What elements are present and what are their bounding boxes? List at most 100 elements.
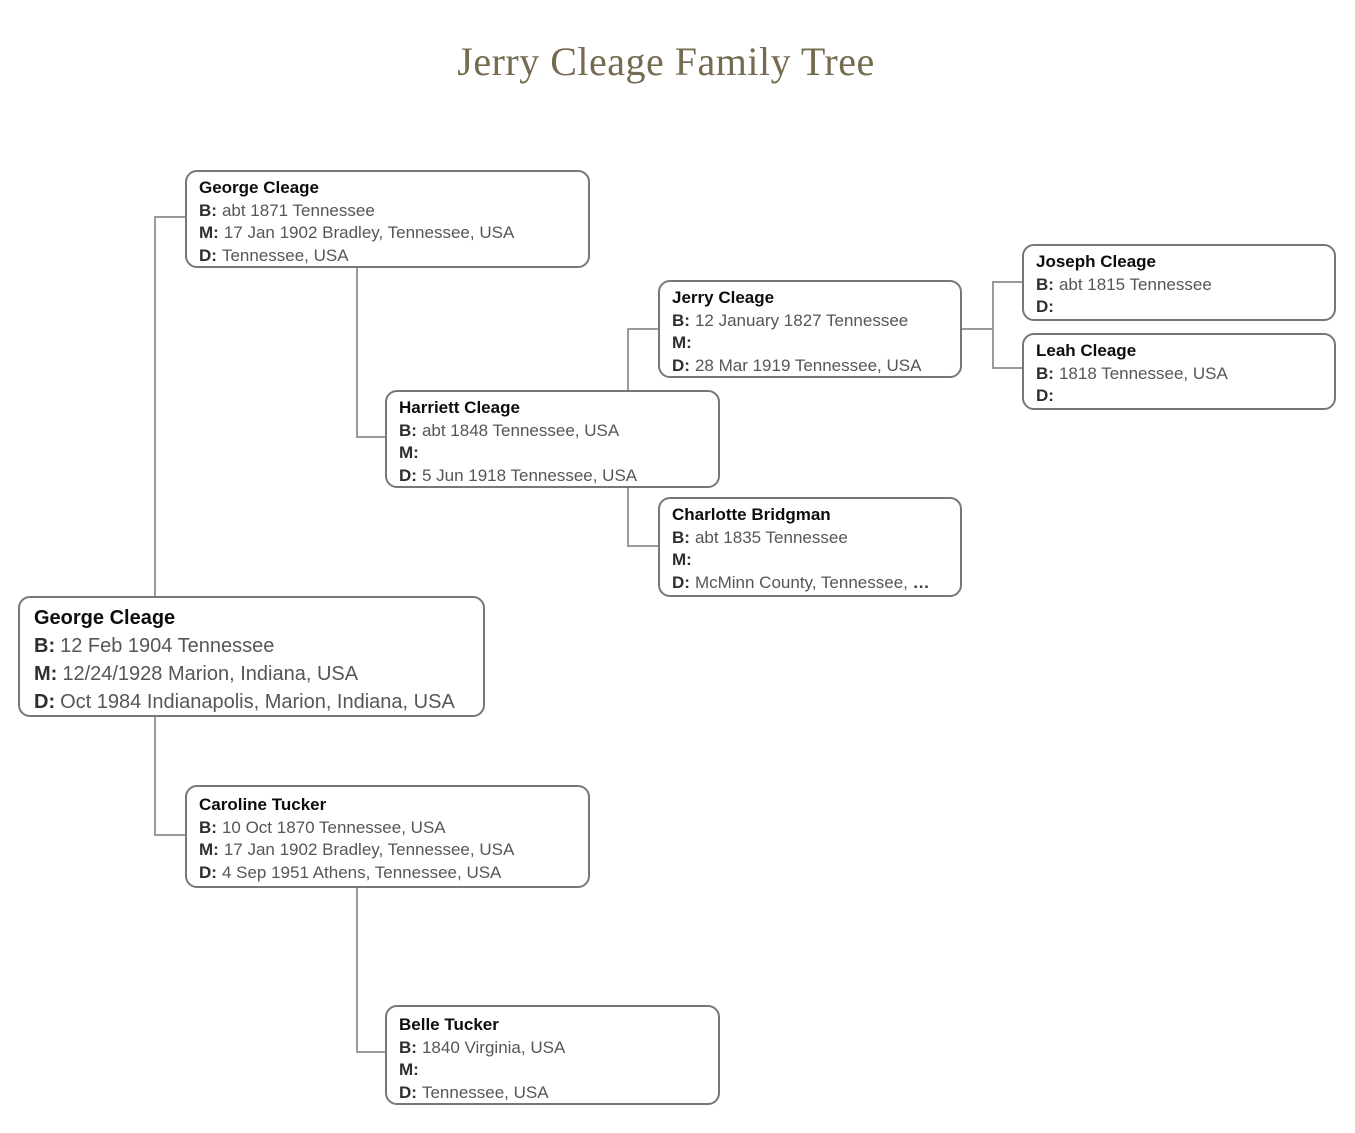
connector-line (627, 328, 629, 392)
connector-line (356, 1051, 387, 1053)
birth-row: B:abt 1835 Tennessee (672, 527, 948, 550)
birth-row: B:abt 1815 Tennessee (1036, 274, 1322, 297)
person-card-joseph-cleage[interactable]: Joseph Cleage B:abt 1815 Tennessee D: (1022, 244, 1336, 321)
marriage-value: 12/24/1928 Marion, Indiana, USA (62, 663, 359, 685)
birth-row: B:abt 1848 Tennessee, USA (399, 420, 706, 443)
marriage-row: M: (399, 442, 706, 465)
married-label: M: (672, 550, 692, 569)
marriage-row: M:12/24/1928 Marion, Indiana, USA (34, 660, 469, 688)
connector-line (627, 328, 660, 330)
marriage-row: M:17 Jan 1902 Bradley, Tennessee, USA (199, 222, 576, 245)
death-value: 28 Mar 1919 Tennessee, USA (694, 355, 922, 375)
death-row: D:Tennessee, USA (399, 1082, 706, 1105)
birth-row: B:10 Oct 1870 Tennessee, USA (199, 817, 576, 840)
birth-row: B:1818 Tennessee, USA (1036, 363, 1322, 386)
died-label: D: (672, 355, 690, 375)
birth-row: B:1840 Virginia, USA (399, 1037, 706, 1060)
marriage-row: M:17 Jan 1902 Bradley, Tennessee, USA (199, 839, 576, 862)
marriage-value: 17 Jan 1902 Bradley, Tennessee, USA (223, 223, 515, 242)
connector-line (154, 834, 187, 836)
died-label: D: (199, 862, 217, 882)
married-label: M: (199, 840, 219, 859)
person-name: Belle Tucker (399, 1015, 499, 1034)
birth-value: 1840 Virginia, USA (421, 1037, 566, 1057)
death-value-ellipsis: … (912, 572, 930, 592)
connector-line (992, 281, 1024, 283)
connector-line (154, 216, 156, 836)
married-label: M: (34, 663, 58, 685)
connector-line (961, 328, 994, 330)
born-label: B: (399, 1037, 417, 1057)
connector-line (356, 268, 358, 438)
death-row: D:28 Mar 1919 Tennessee, USA (672, 355, 948, 378)
person-card-belle-tucker[interactable]: Belle Tucker B:1840 Virginia, USA M: D:T… (385, 1005, 720, 1105)
born-label: B: (399, 420, 417, 440)
death-value: 4 Sep 1951 Athens, Tennessee, USA (221, 862, 502, 882)
death-row: D:McMinn County, Tennessee, … (672, 572, 948, 595)
person-name: George Cleage (34, 607, 176, 629)
person-name: Harriett Cleage (399, 398, 520, 417)
married-label: M: (399, 1060, 419, 1079)
died-label: D: (399, 465, 417, 485)
person-card-leah-cleage[interactable]: Leah Cleage B:1818 Tennessee, USA D: (1022, 333, 1336, 410)
born-label: B: (199, 817, 217, 837)
person-card-george-cleage-root[interactable]: George Cleage B:12 Feb 1904 Tennessee M:… (18, 596, 485, 717)
person-card-george-cleage-sr[interactable]: George Cleage B:abt 1871 Tennessee M:17 … (185, 170, 590, 268)
death-value: 5 Jun 1918 Tennessee, USA (421, 465, 638, 485)
connector-line (992, 367, 1024, 369)
death-value: Oct 1984 Indianapolis, Marion, Indiana, … (60, 691, 455, 713)
birth-value: 10 Oct 1870 Tennessee, USA (221, 817, 446, 837)
person-card-harriett-cleage[interactable]: Harriett Cleage B:abt 1848 Tennessee, US… (385, 390, 720, 488)
person-card-charlotte-bridgman[interactable]: Charlotte Bridgman B:abt 1835 Tennessee … (658, 497, 962, 597)
person-name: Leah Cleage (1036, 341, 1137, 360)
connector-line (154, 216, 187, 218)
birth-value: 1818 Tennessee, USA (1058, 363, 1228, 383)
death-value: Tennessee, USA (221, 245, 349, 265)
person-name: Caroline Tucker (199, 795, 327, 814)
connector-line (627, 487, 629, 547)
born-label: B: (672, 310, 690, 330)
died-label: D: (672, 572, 690, 592)
marriage-row: M: (672, 332, 948, 355)
person-name: George Cleage (199, 178, 319, 197)
connector-line (992, 281, 994, 369)
birth-value: 12 January 1827 Tennessee (694, 310, 909, 330)
connector-line (356, 887, 358, 1053)
death-row: D:Oct 1984 Indianapolis, Marion, Indiana… (34, 688, 469, 716)
person-card-caroline-tucker[interactable]: Caroline Tucker B:10 Oct 1870 Tennessee,… (185, 785, 590, 888)
birth-value: 12 Feb 1904 Tennessee (60, 635, 275, 657)
born-label: B: (199, 200, 217, 220)
birth-row: B:abt 1871 Tennessee (199, 200, 576, 223)
born-label: B: (34, 635, 56, 657)
death-row: D:Tennessee, USA (199, 245, 576, 268)
married-label: M: (399, 443, 419, 462)
birth-value: abt 1848 Tennessee, USA (421, 420, 620, 440)
person-name: Charlotte Bridgman (672, 505, 831, 524)
marriage-value: 17 Jan 1902 Bradley, Tennessee, USA (223, 840, 515, 859)
birth-row: B:12 Feb 1904 Tennessee (34, 632, 469, 660)
death-value: McMinn County, Tennessee, (694, 572, 913, 592)
birth-value: abt 1835 Tennessee (694, 527, 848, 547)
died-label: D: (1036, 386, 1054, 405)
birth-row: B:12 January 1827 Tennessee (672, 310, 948, 333)
person-name: Joseph Cleage (1036, 252, 1156, 271)
marriage-row: M: (399, 1059, 706, 1082)
person-name: Jerry Cleage (672, 288, 775, 307)
born-label: B: (672, 527, 690, 547)
married-label: M: (199, 223, 219, 242)
connector-line (356, 436, 387, 438)
connector-line (627, 545, 660, 547)
page-title: Jerry Cleage Family Tree (457, 39, 875, 84)
died-label: D: (399, 1082, 417, 1102)
died-label: D: (34, 691, 56, 713)
person-card-jerry-cleage[interactable]: Jerry Cleage B:12 January 1827 Tennessee… (658, 280, 962, 378)
marriage-row: M: (672, 549, 948, 572)
died-label: D: (1036, 297, 1054, 316)
death-value: Tennessee, USA (421, 1082, 549, 1102)
married-label: M: (672, 333, 692, 352)
death-row: D:4 Sep 1951 Athens, Tennessee, USA (199, 862, 576, 885)
death-row: D: (1036, 385, 1322, 408)
born-label: B: (1036, 363, 1054, 383)
death-row: D: (1036, 296, 1322, 319)
